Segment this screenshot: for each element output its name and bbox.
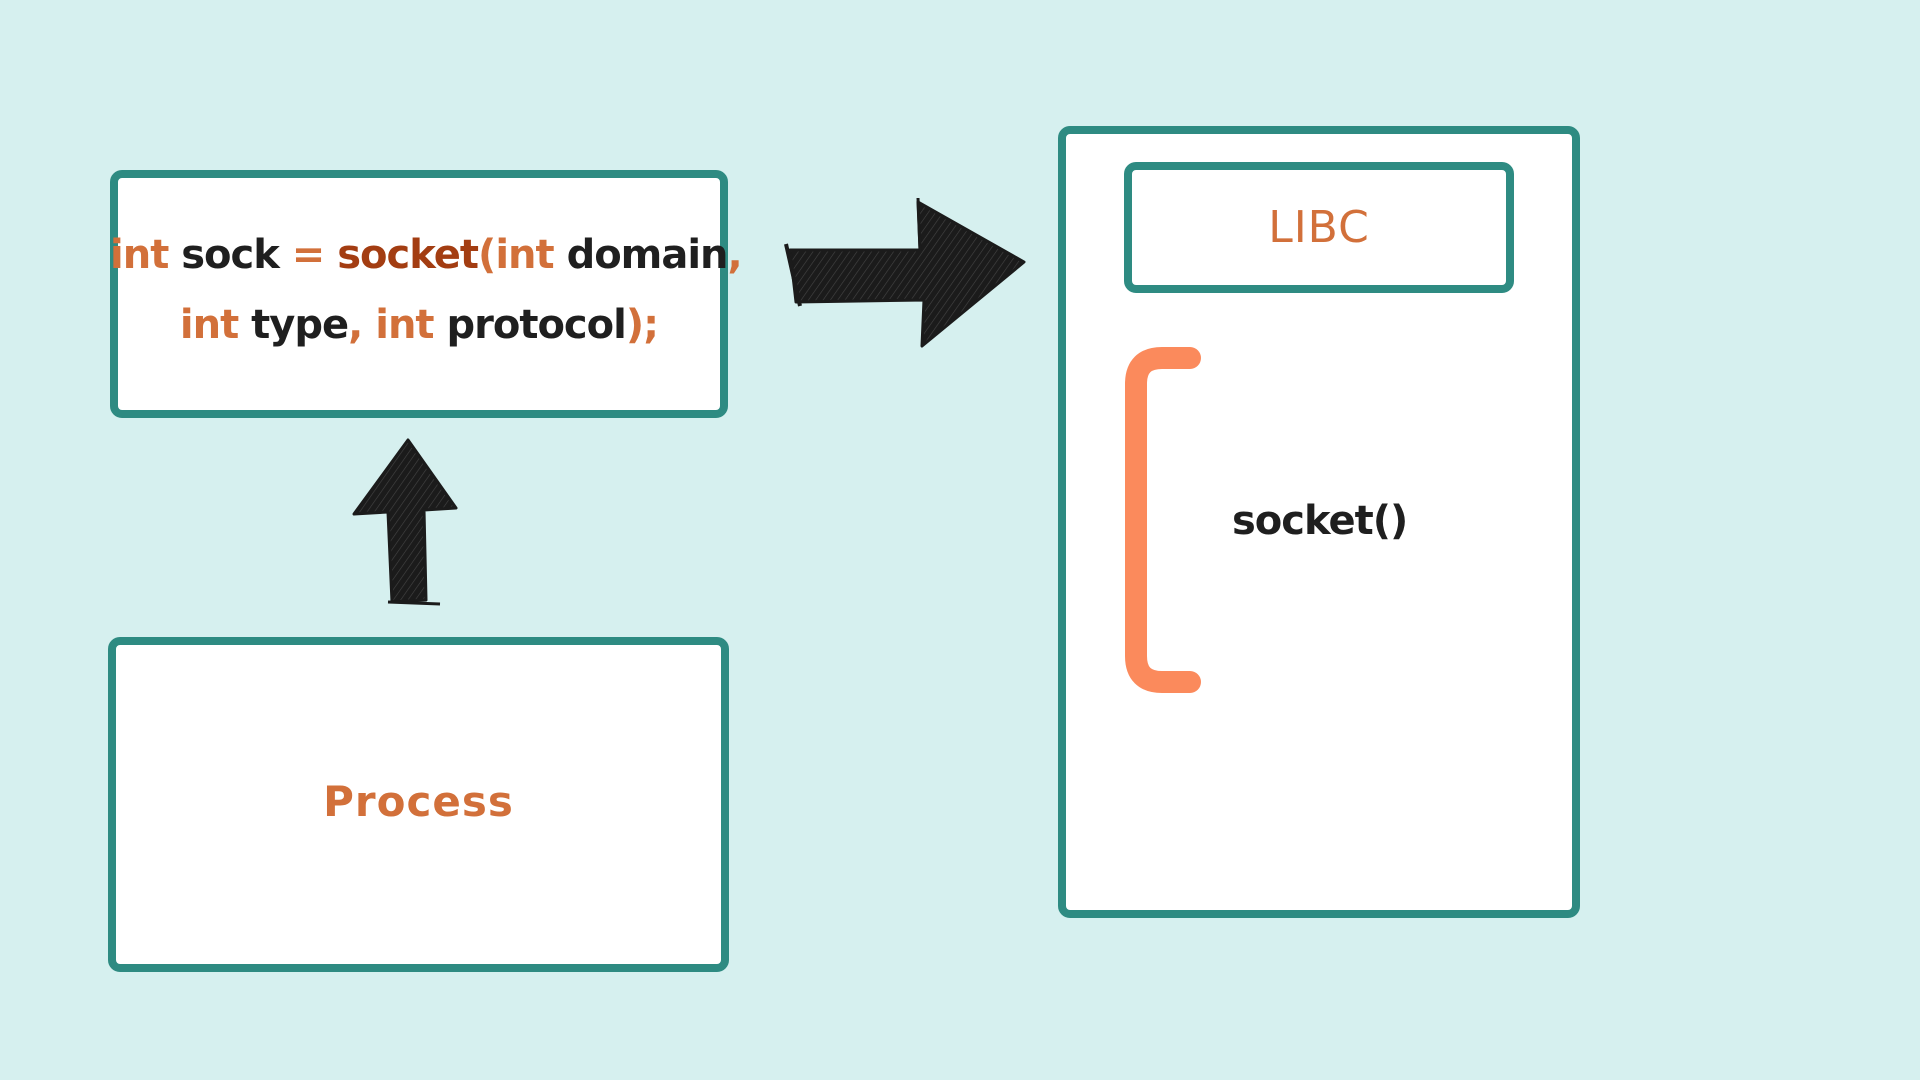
- code-line-1: int sock = socket(int domain,: [110, 232, 743, 278]
- process-label: Process: [323, 777, 514, 826]
- code-keyword: int: [179, 302, 239, 348]
- process-box: [108, 637, 729, 972]
- code-param: type: [251, 302, 349, 348]
- code-terminator: );: [625, 302, 659, 348]
- code-variable: sock: [181, 232, 280, 278]
- code-comma: ,: [727, 232, 743, 278]
- code-box: [110, 170, 728, 418]
- code-param: protocol: [446, 302, 626, 348]
- code-comma: ,: [348, 302, 363, 348]
- code-line-2: int type, int protocol);: [110, 302, 728, 348]
- code-function: socket: [337, 232, 479, 278]
- libc-label: LIBC: [1268, 202, 1370, 253]
- libc-header-box: [1124, 162, 1514, 293]
- code-keyword: int: [495, 232, 554, 278]
- code-operator: =: [291, 232, 326, 278]
- code-param: domain: [566, 232, 729, 278]
- code-paren: (: [478, 232, 496, 278]
- code-keyword: int: [375, 302, 434, 348]
- socket-function-label: socket(): [1232, 498, 1408, 544]
- code-keyword: int: [110, 232, 169, 278]
